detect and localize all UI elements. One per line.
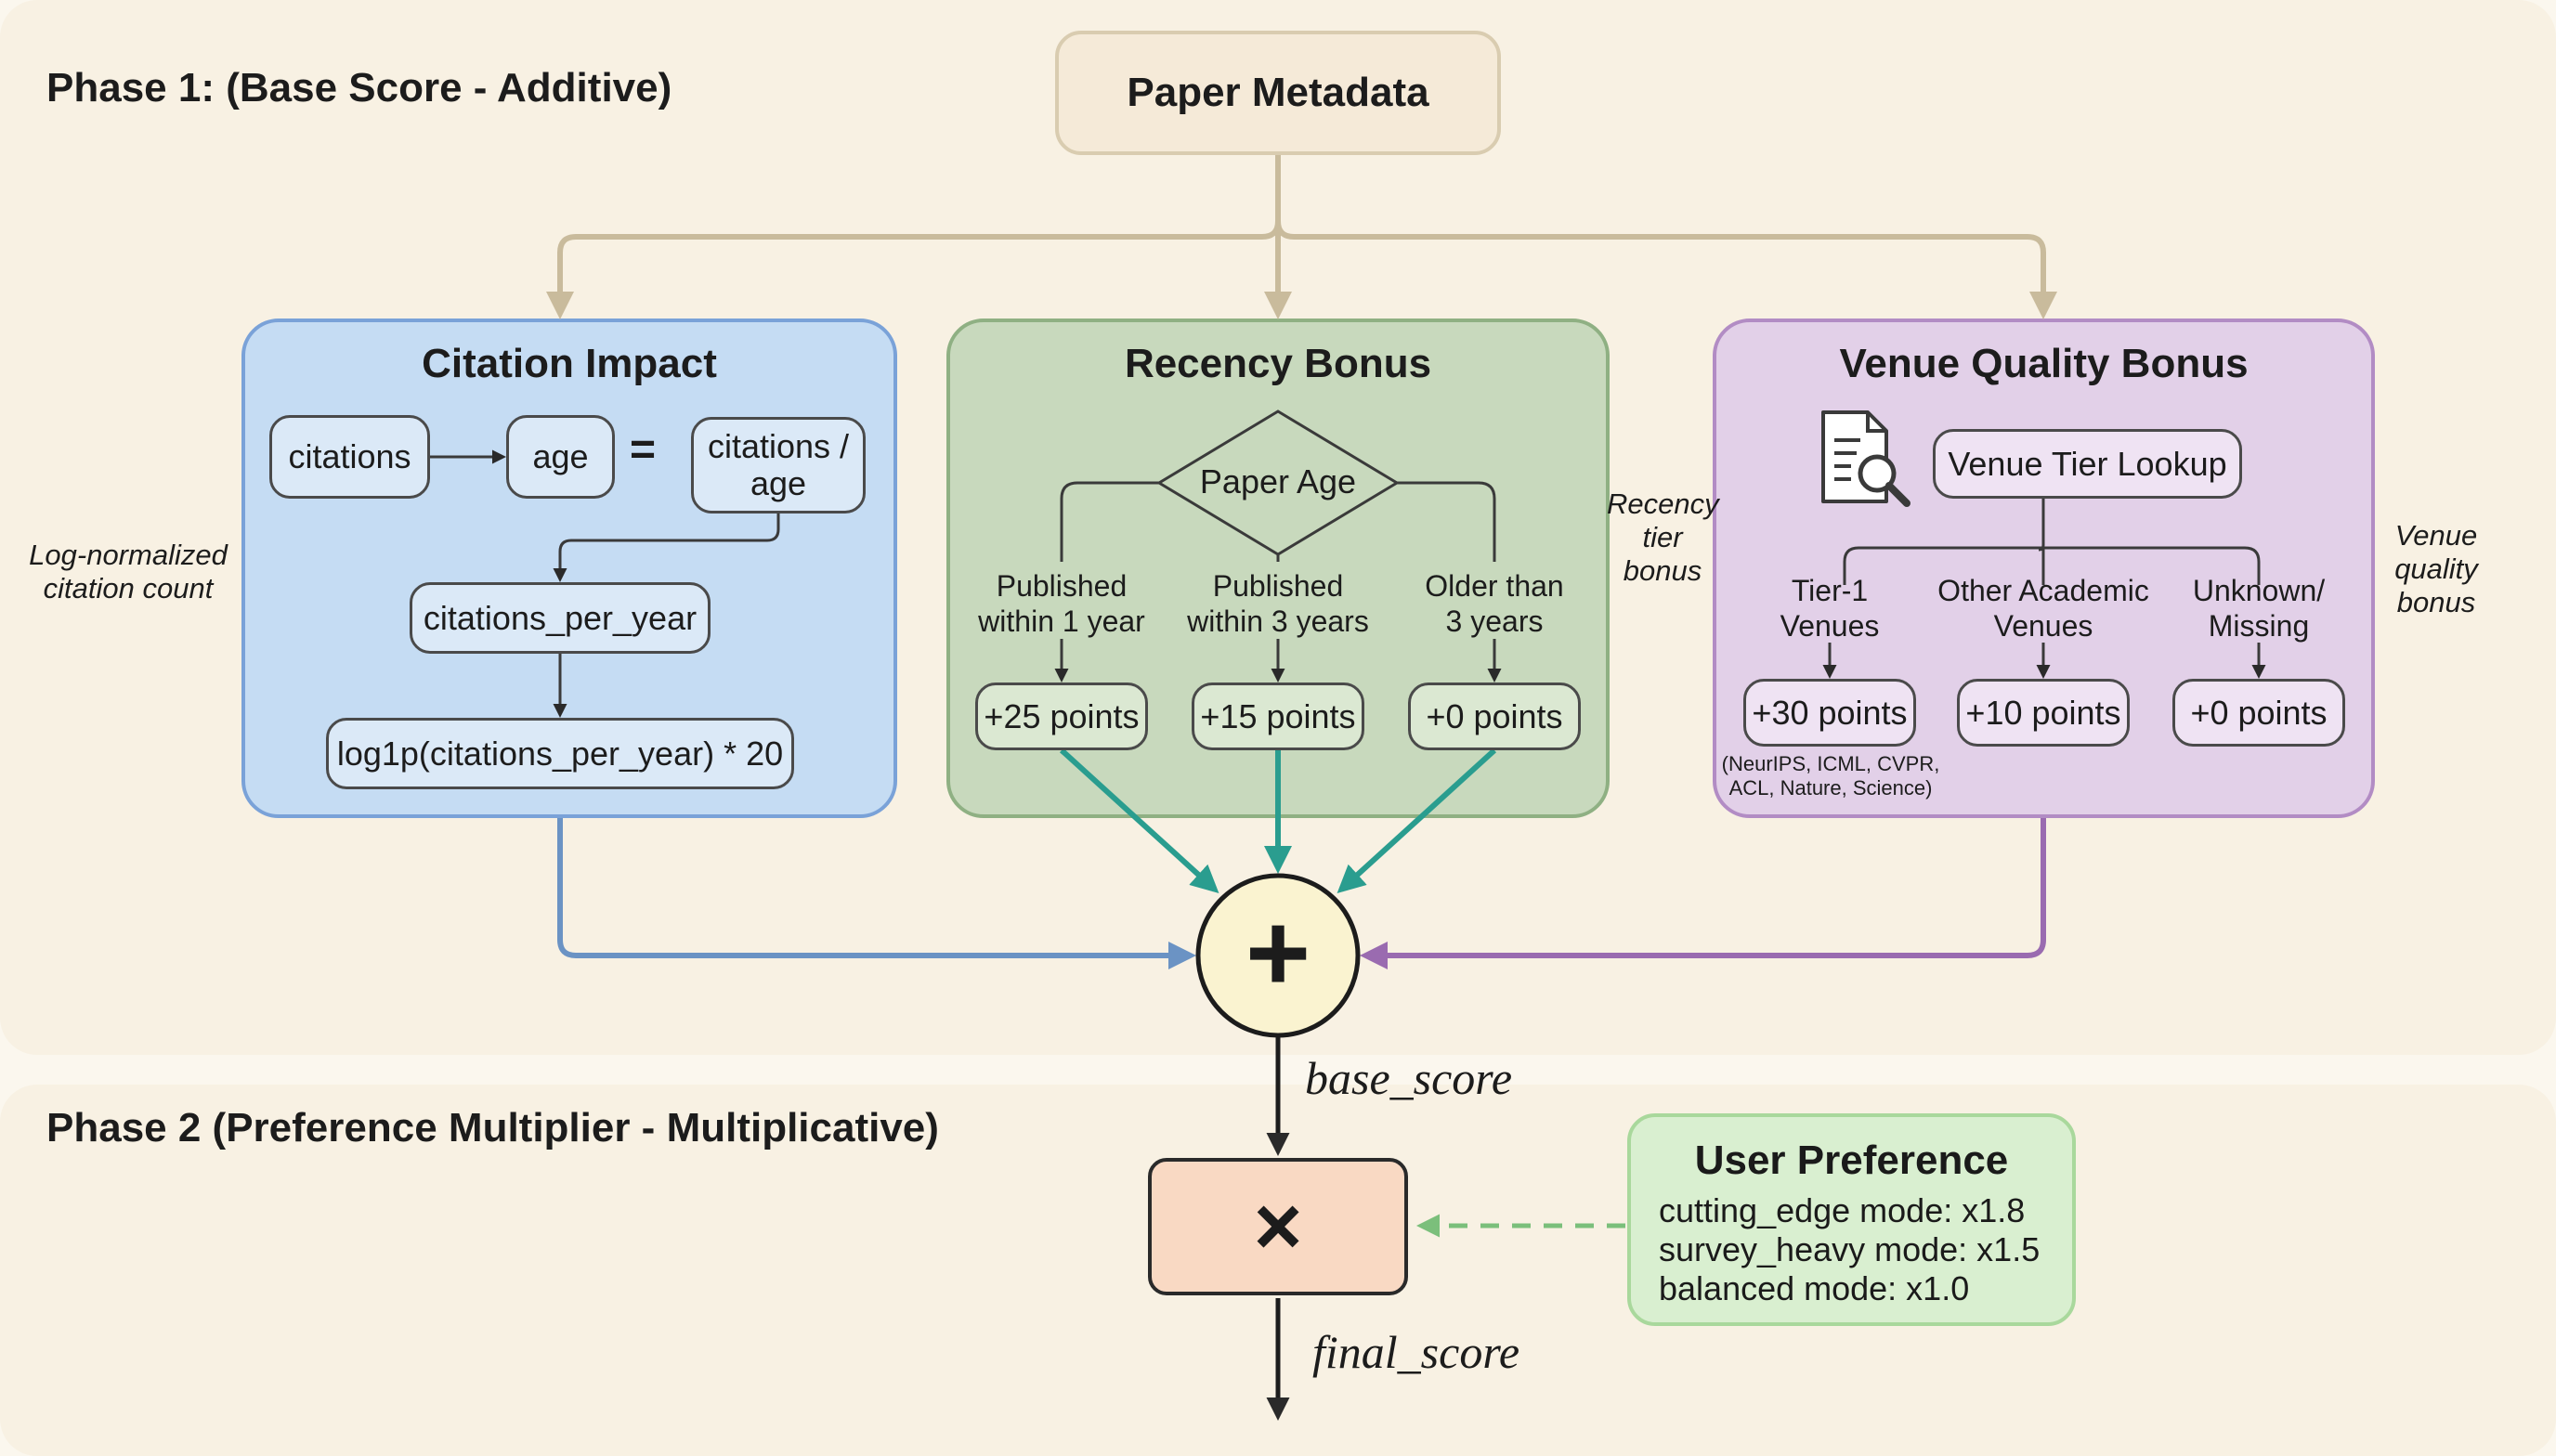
venue-points-10-label: +10 points [1965, 693, 2121, 732]
equals-sign: = [630, 425, 657, 474]
user-preference-title: User Preference [1694, 1138, 2009, 1183]
tier1-venue-note-line1: (NeurIPS, ICML, CVPR, [1721, 752, 1940, 775]
connector-layer [430, 155, 2266, 1421]
venue-side-line1: Venue [2394, 519, 2478, 552]
venue-side-note: Venue quality bonus [2385, 519, 2487, 619]
recency-side-line2: tier [1642, 521, 1683, 553]
recency-branch2-line1: Published [1212, 569, 1344, 603]
recency-points-15-label: +15 points [1200, 696, 1356, 735]
venue-side-line3: bonus [2396, 586, 2476, 618]
paper-metadata-node: Paper Metadata [1055, 31, 1501, 155]
recency-points-25-label: +25 points [984, 696, 1140, 735]
venue-branch1-line2: Venues [1780, 609, 1880, 643]
preference-mode-balanced: balanced mode: x1.0 [1659, 1269, 1970, 1307]
venue-points-10: +10 points [1957, 679, 2130, 747]
venue-quality-title: Venue Quality Bonus [1839, 341, 2249, 386]
sum-node [1195, 873, 1361, 1038]
ratio-line2: age [750, 464, 807, 502]
sum-symbol: + [1245, 890, 1311, 1015]
venue-points-0-label: +0 points [2190, 693, 2328, 732]
venue-branch2-line1: Other Academic [1937, 574, 2149, 607]
venue-tier-lookup-label: Venue Tier Lookup [1948, 444, 2227, 483]
tier1-venue-note-line2: ACL, Nature, Science) [1728, 776, 1933, 800]
recency-side-line3: bonus [1623, 554, 1702, 587]
venue-points-0: +0 points [2172, 679, 2345, 747]
recency-branch2: Published within 3 years [1176, 568, 1380, 639]
recency-points-0: +0 points [1408, 682, 1581, 750]
citation-side-line2: citation count [43, 572, 214, 604]
recency-branch2-line2: within 3 years [1187, 604, 1369, 638]
recency-points-25: +25 points [975, 682, 1148, 750]
venue-branch1: Tier-1 Venues [1755, 573, 1904, 644]
recency-branch1-line2: within 1 year [978, 604, 1145, 638]
venue-branch2: Other Academic Venues [1932, 573, 2155, 644]
venue-points-30: +30 points [1743, 679, 1916, 747]
recency-points-0-label: +0 points [1426, 696, 1563, 735]
citations-per-age-node: citations / age [691, 417, 866, 514]
recency-branch1: Published within 1 year [969, 568, 1154, 639]
venue-tier-lookup-node: Venue Tier Lookup [1933, 429, 2242, 499]
phase1-title: Phase 1: (Base Score - Additive) [46, 65, 672, 110]
venue-branch3: Unknown/ Missing [2175, 573, 2342, 644]
user-preference-node: User Preference cutting_edge mode: x1.8 … [1627, 1113, 2076, 1326]
citation-side-line1: Log-normalized [29, 539, 228, 571]
venue-branch3-line2: Missing [2208, 609, 2310, 643]
preference-mode-survey-heavy: survey_heavy mode: x1.5 [1659, 1230, 2041, 1268]
log-formula-node: log1p(citations_per_year) * 20 [326, 718, 794, 789]
preference-modes: cutting_edge mode: x1.8 survey_heavy mod… [1659, 1191, 2040, 1308]
citations-per-year-node: citations_per_year [410, 582, 711, 654]
multiply-node: × [1148, 1158, 1408, 1295]
multiply-symbol: × [1253, 1180, 1303, 1273]
paper-age-label: Paper Age [1199, 462, 1357, 500]
document-search-icon [1814, 409, 1918, 513]
citations-per-year-label: citations_per_year [423, 598, 698, 637]
recency-branch1-line1: Published [996, 569, 1128, 603]
citations-node: citations [269, 415, 430, 499]
phase2-title: Phase 2 (Preference Multiplier - Multipl… [46, 1105, 939, 1150]
citation-side-note: Log-normalized citation count [17, 539, 240, 605]
age-label: age [532, 437, 589, 475]
log-formula-label: log1p(citations_per_year) * 20 [336, 734, 784, 773]
ratio-line1: citations / [707, 427, 850, 465]
recency-branch3: Older than 3 years [1402, 568, 1587, 639]
recency-side-line1: Recency [1607, 488, 1719, 520]
citations-label: citations [288, 437, 411, 475]
paper-metadata-label: Paper Metadata [1127, 70, 1429, 115]
recency-branch3-line1: Older than [1425, 569, 1564, 603]
recency-side-note: Recency tier bonus [1607, 488, 1719, 588]
recency-branch3-line2: 3 years [1445, 604, 1544, 638]
final-score-label: final_score [1312, 1326, 1520, 1378]
citation-impact-title: Citation Impact [422, 341, 717, 386]
venue-branch3-line1: Unknown/ [2192, 574, 2326, 607]
venue-branch2-line2: Venues [1993, 609, 2093, 643]
age-node: age [506, 415, 615, 499]
recency-points-15: +15 points [1192, 682, 1364, 750]
venue-side-line2: quality [2394, 552, 2478, 585]
venue-branch1-line1: Tier-1 [1791, 574, 1869, 607]
base-score-label: base_score [1305, 1052, 1513, 1104]
preference-mode-cutting-edge: cutting_edge mode: x1.8 [1659, 1191, 2026, 1229]
tier1-venue-note: (NeurIPS, ICML, CVPR, ACL, Nature, Scien… [1718, 752, 1943, 800]
recency-bonus-title: Recency Bonus [1124, 341, 1432, 386]
venue-points-30-label: +30 points [1752, 693, 1908, 732]
